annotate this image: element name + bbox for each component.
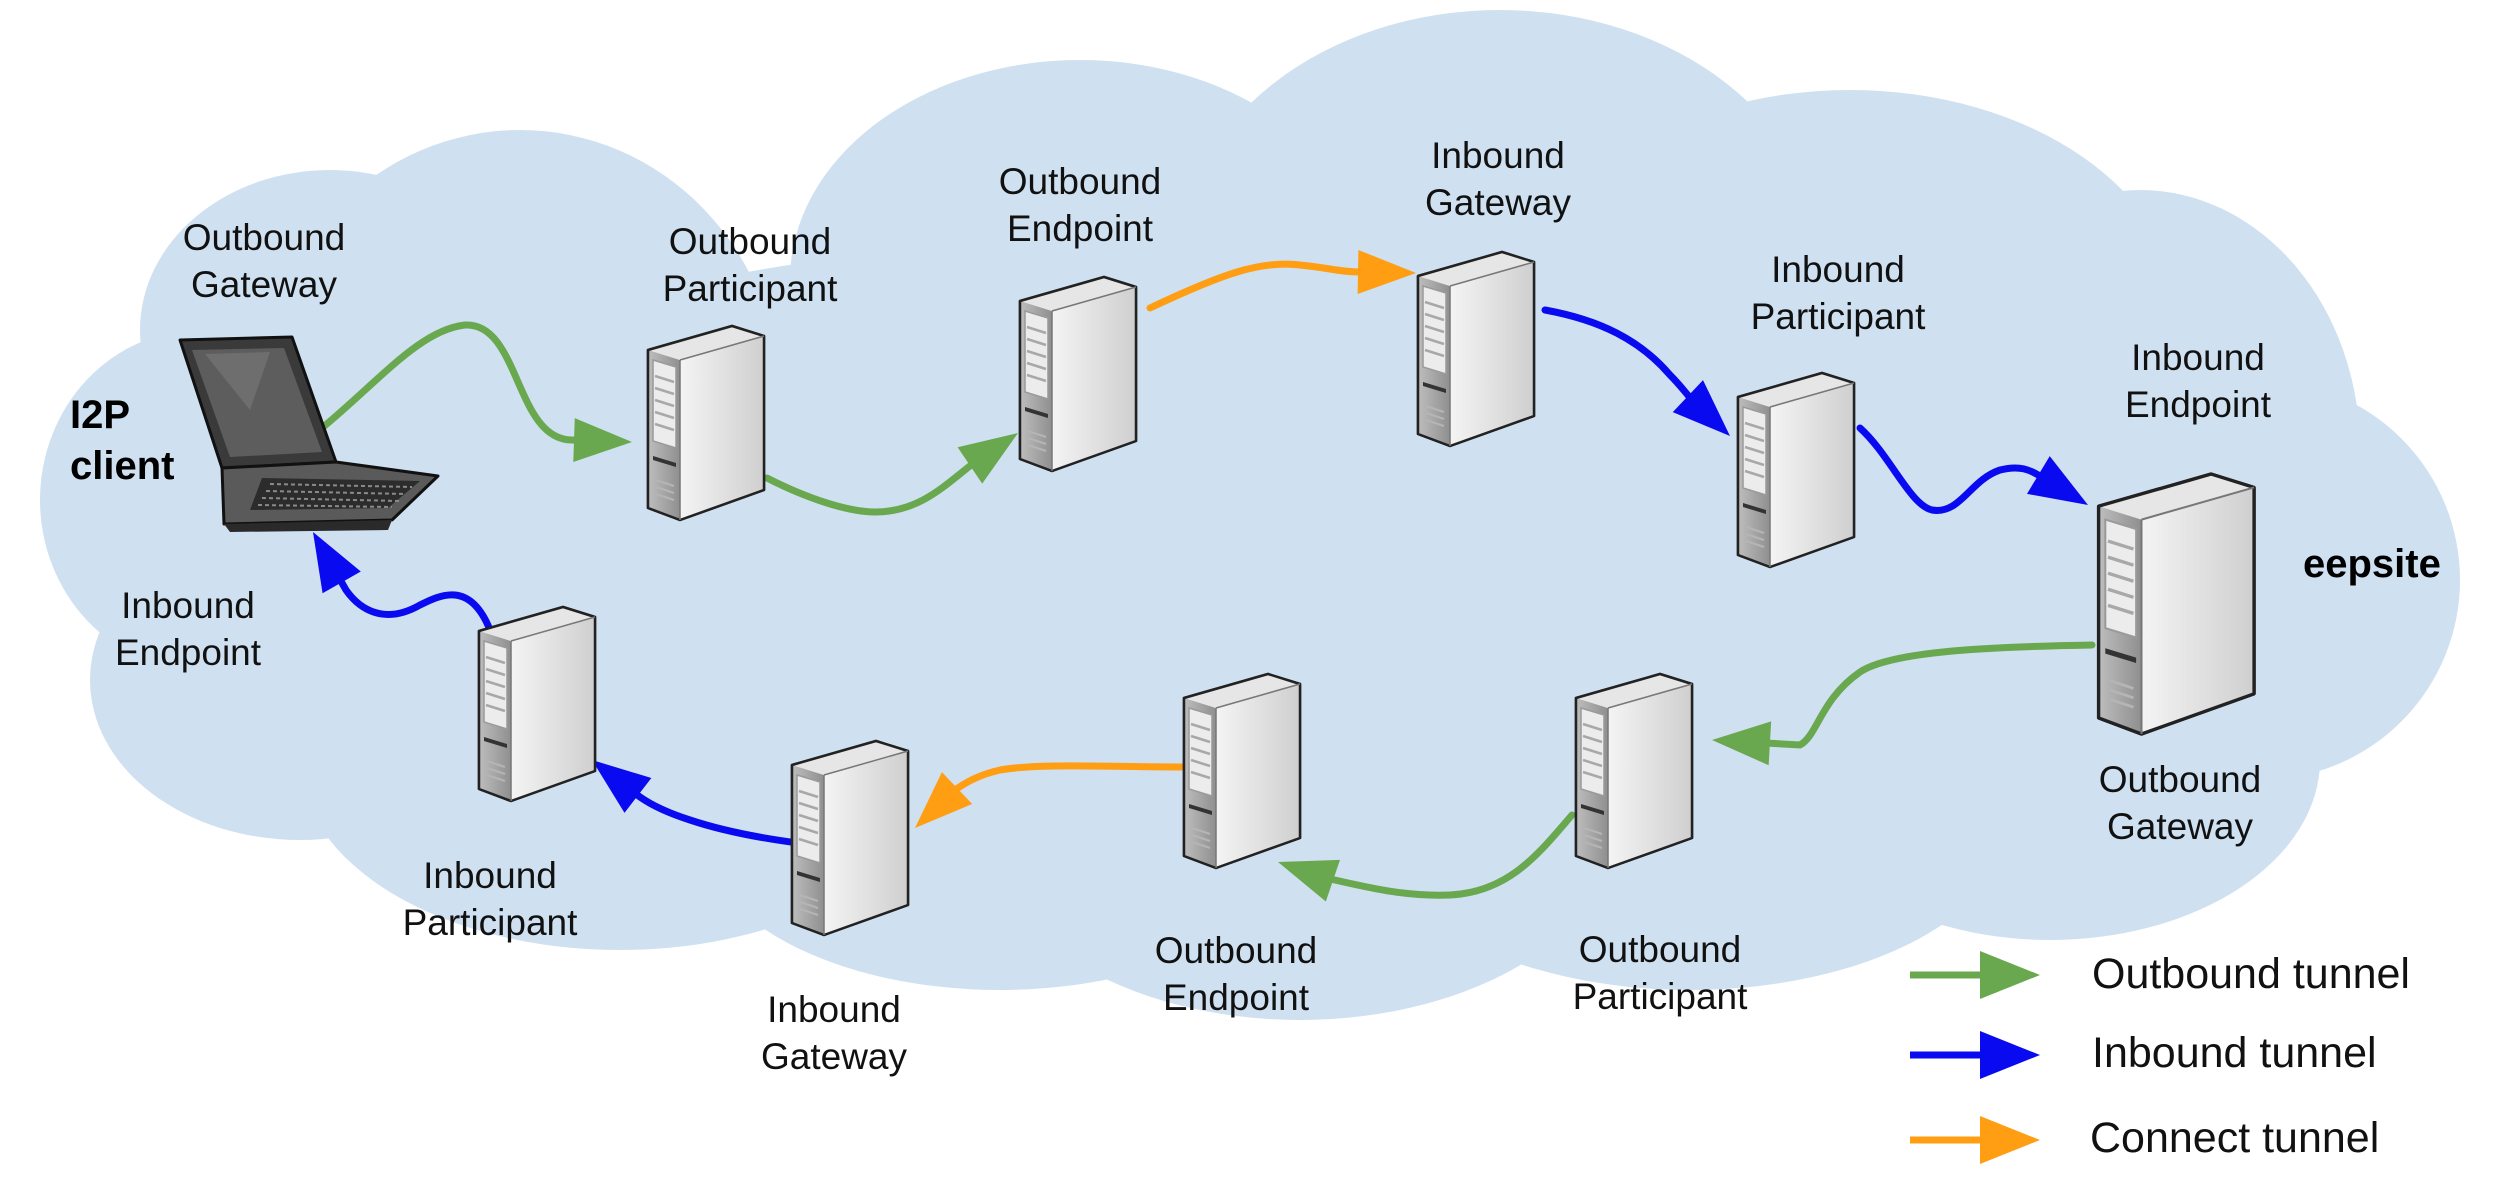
label-inbound-gateway-bottom: Inbound Gateway (761, 989, 908, 1077)
arrow-line (1146, 260, 1380, 312)
svg-text:Outbound: Outbound (669, 221, 832, 262)
eepsite-label: eepsite (2303, 542, 2441, 586)
svg-text:Gateway: Gateway (2107, 806, 2254, 847)
svg-text:Inbound: Inbound (2131, 337, 2265, 378)
svg-text:Endpoint: Endpoint (115, 632, 262, 673)
legend-arrow-inbound (1910, 1031, 2040, 1079)
svg-text:Inbound: Inbound (1431, 135, 1565, 176)
laptop-icon (178, 335, 440, 532)
label-outbound-endpoint-bottom: Outbound Endpoint (1155, 930, 1318, 1018)
legend: Outbound tunnel Inbound tunnel Connect t… (1910, 950, 2410, 1164)
legend-arrow-outbound (1910, 951, 2040, 999)
arrowhead (1278, 859, 1340, 902)
svg-text:Endpoint: Endpoint (1163, 977, 1310, 1018)
svg-text:Participant: Participant (403, 902, 579, 943)
legend-item-connect: Connect tunnel (1910, 1114, 2379, 1164)
label-inbound-participant-bottom: Inbound Participant (403, 855, 579, 943)
arrow-inbound-participant-to-client (313, 532, 494, 634)
svg-text:Inbound: Inbound (1771, 249, 1905, 290)
svg-text:Inbound: Inbound (767, 989, 901, 1030)
arrowhead (313, 532, 361, 594)
arrow-line (1541, 306, 1705, 412)
arrow-outbound-participant-to-endpoint (763, 433, 1018, 516)
label-outbound-gateway-client: Outbound Gateway (183, 217, 346, 305)
label-inbound-gateway-top: Inbound Gateway (1425, 135, 1572, 223)
server-icon (2096, 472, 2256, 736)
arrow-outbound-endpoint-to-inbound-gateway (1146, 249, 1416, 312)
svg-text:Participant: Participant (1751, 296, 1927, 337)
label-inbound-participant-top: Inbound Participant (1751, 249, 1927, 337)
svg-text:Outbound: Outbound (1155, 930, 1318, 971)
arrow-outbound-participant-to-endpoint-bottom (1278, 811, 1576, 902)
svg-text:client: client (70, 444, 174, 488)
svg-text:Inbound: Inbound (121, 585, 255, 626)
svg-text:Outbound: Outbound (183, 217, 346, 258)
arrowhead (1980, 951, 2040, 999)
arrowhead (573, 418, 632, 463)
svg-text:Participant: Participant (1573, 976, 1749, 1017)
label-outbound-participant-bottom: Outbound Participant (1573, 929, 1749, 1017)
svg-text:Inbound tunnel: Inbound tunnel (2092, 1029, 2377, 1077)
server-inbound-gateway-bottom (790, 739, 910, 937)
svg-text:Outbound: Outbound (2099, 759, 2262, 800)
arrow-line (318, 321, 596, 445)
arrow-client-to-outbound-participant (318, 321, 632, 463)
svg-text:Outbound: Outbound (999, 161, 1162, 202)
svg-text:Gateway: Gateway (191, 264, 338, 305)
label-outbound-participant-top: Outbound Participant (663, 221, 839, 309)
arrow-line (940, 762, 1186, 804)
svg-text:Gateway: Gateway (761, 1036, 908, 1077)
tunnel-arrows (313, 249, 2096, 902)
server-inbound-participant-bottom (477, 605, 597, 803)
arrow-line (763, 451, 989, 516)
label-outbound-endpoint-top: Outbound Endpoint (999, 161, 1162, 249)
svg-text:Endpoint: Endpoint (1007, 208, 1154, 249)
arrowhead (1357, 249, 1416, 294)
arrow-outbound-endpoint-to-inbound-gateway-bottom (915, 762, 1186, 828)
svg-text:I2P: I2P (70, 393, 130, 437)
server-outbound-participant-top (646, 324, 766, 522)
server-inbound-gateway-top (1416, 250, 1536, 448)
arrow-line (329, 563, 494, 634)
server-outbound-participant-bottom (1574, 672, 1694, 870)
arrow-line (1748, 641, 2096, 749)
arrow-inbound-participant-to-eepsite (1856, 424, 2088, 514)
arrow-line (1312, 811, 1576, 899)
svg-text:Outbound: Outbound (1579, 929, 1742, 970)
arrowhead (957, 433, 1018, 484)
label-outbound-gateway-eepsite: Outbound Gateway (2099, 759, 2262, 847)
arrowhead (1980, 1116, 2040, 1164)
label-inbound-endpoint-eepsite: Inbound Endpoint (2125, 337, 2272, 425)
arrowhead (1672, 380, 1730, 436)
svg-text:Gateway: Gateway (1425, 182, 1572, 223)
arrowhead (592, 760, 652, 813)
svg-text:Endpoint: Endpoint (2125, 384, 2272, 425)
client-label: I2P client (70, 393, 174, 488)
legend-item-outbound: Outbound tunnel (1910, 950, 2410, 999)
svg-text:Outbound tunnel: Outbound tunnel (2092, 950, 2410, 998)
arrow-line (1856, 424, 2058, 514)
server-outbound-endpoint-bottom (1182, 672, 1302, 870)
arrow-eepsite-to-outbound-participant (1712, 641, 2096, 766)
arrowhead (915, 772, 973, 828)
server-inbound-participant-top (1736, 371, 1856, 569)
arrowhead (1712, 721, 1772, 766)
svg-text:Inbound: Inbound (423, 855, 557, 896)
legend-arrow-connect (1910, 1116, 2040, 1164)
arrow-inbound-gateway-to-participant-bottom (592, 760, 802, 847)
svg-text:Connect tunnel: Connect tunnel (2090, 1114, 2379, 1162)
arrow-inbound-gateway-to-participant (1541, 306, 1730, 436)
arrowhead (2026, 456, 2088, 505)
svg-text:Participant: Participant (663, 268, 839, 309)
label-inbound-endpoint-client: Inbound Endpoint (115, 585, 262, 673)
arrowhead (1980, 1031, 2040, 1079)
arrow-line (620, 780, 802, 847)
legend-item-inbound: Inbound tunnel (1910, 1029, 2377, 1079)
server-outbound-endpoint-top (1018, 275, 1138, 473)
